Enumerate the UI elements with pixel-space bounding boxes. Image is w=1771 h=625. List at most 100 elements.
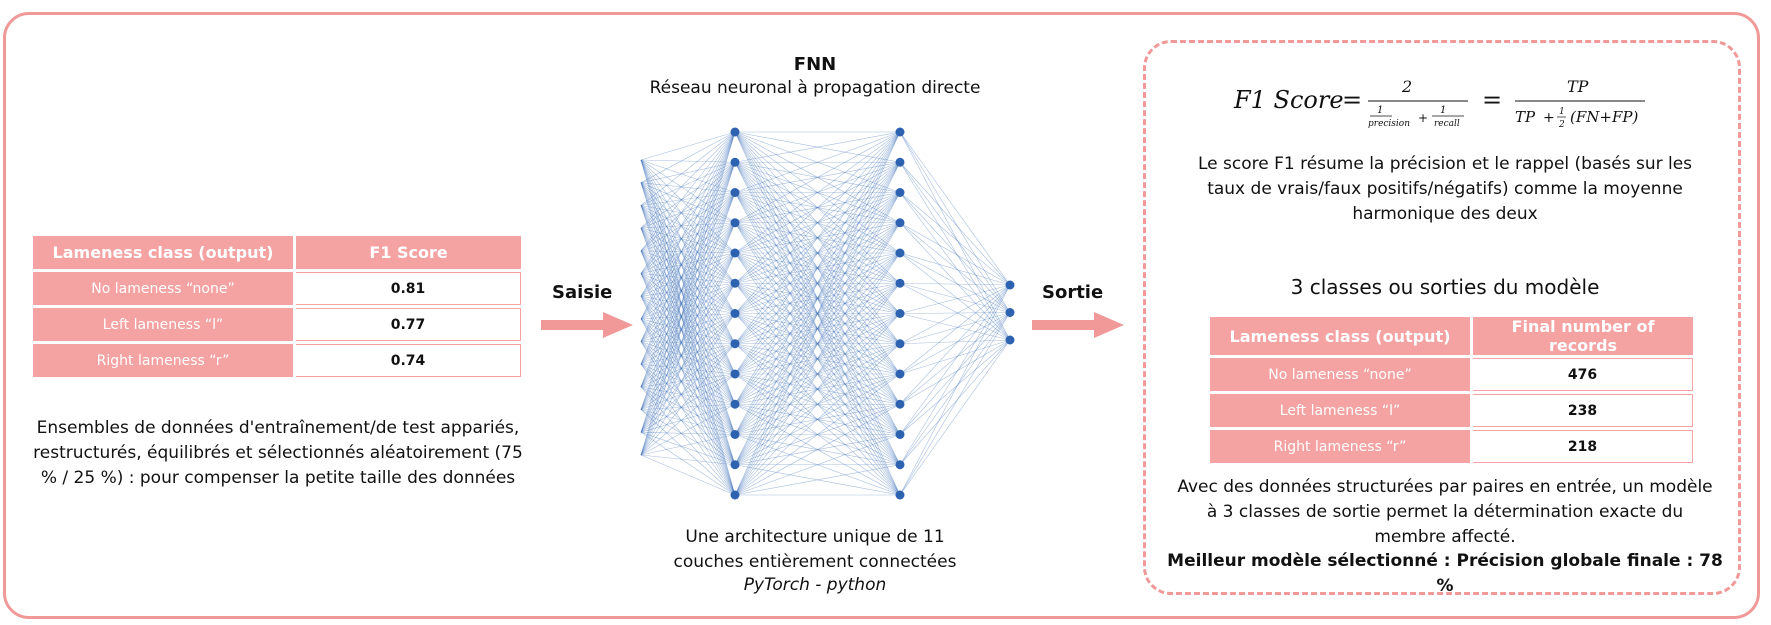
network-edge bbox=[734, 192, 901, 405]
network-edge bbox=[734, 192, 901, 314]
network-edge bbox=[734, 162, 901, 465]
svg-text:1: 1 bbox=[1559, 107, 1565, 117]
results-panel-border bbox=[1143, 40, 1741, 595]
network-edge bbox=[734, 222, 901, 435]
network-edge bbox=[734, 373, 901, 466]
table-row: Left lameness “l” 0.77 bbox=[33, 308, 521, 341]
network-edge bbox=[640, 386, 736, 496]
network-edge bbox=[640, 313, 736, 320]
network-node bbox=[730, 460, 740, 470]
network-edge bbox=[734, 343, 901, 435]
network-edge bbox=[640, 318, 736, 435]
network-edge bbox=[899, 252, 1011, 313]
network-edge bbox=[640, 162, 736, 410]
best-model-text: Meilleur modèle sélectionné : Précision … bbox=[1167, 551, 1723, 596]
network-edge bbox=[640, 252, 736, 365]
network-edge bbox=[640, 162, 736, 251]
network-edge bbox=[734, 373, 901, 405]
network-edge bbox=[734, 313, 901, 496]
f1-description: Le score F1 résume la précision et le ra… bbox=[1197, 154, 1693, 224]
network-edge bbox=[640, 227, 736, 284]
network-edge bbox=[734, 252, 901, 284]
network-edge bbox=[734, 252, 901, 314]
network-edge bbox=[640, 273, 736, 465]
network-edge bbox=[640, 222, 736, 410]
network-edge bbox=[734, 162, 901, 314]
network-edge bbox=[734, 283, 901, 435]
network-edge bbox=[734, 283, 901, 435]
network-edge bbox=[640, 252, 736, 274]
table-cell: 0.77 bbox=[296, 308, 521, 341]
network-edge bbox=[734, 192, 901, 375]
network-edge bbox=[734, 343, 901, 435]
network-node bbox=[730, 490, 740, 500]
network-edge bbox=[640, 192, 736, 433]
network-edge bbox=[640, 252, 736, 388]
network-edge bbox=[640, 283, 736, 365]
network-edge bbox=[640, 283, 736, 433]
network-edge bbox=[640, 386, 736, 465]
network-edge bbox=[734, 131, 901, 314]
network-edge bbox=[640, 313, 736, 456]
network-edge bbox=[640, 227, 736, 314]
network-edge bbox=[640, 341, 736, 496]
network-edge bbox=[640, 432, 736, 496]
network-edge bbox=[734, 222, 901, 435]
network-edge bbox=[640, 227, 736, 375]
network-edge bbox=[734, 192, 901, 254]
network-edge bbox=[734, 313, 901, 345]
network-edge bbox=[734, 222, 901, 405]
network-edge bbox=[640, 192, 736, 365]
table-row: Left lameness “l” 238 bbox=[1210, 394, 1693, 427]
network-edge bbox=[640, 162, 736, 456]
network-edge bbox=[734, 222, 901, 375]
network-node bbox=[730, 339, 740, 349]
network-edge bbox=[899, 339, 1011, 375]
network-edge bbox=[640, 373, 736, 433]
network-edge bbox=[640, 343, 736, 365]
network-edge bbox=[640, 205, 736, 496]
network-edge bbox=[640, 192, 736, 456]
network-edge bbox=[640, 273, 736, 344]
network-edge bbox=[734, 283, 901, 496]
network-edge bbox=[734, 252, 901, 435]
network-edge bbox=[734, 131, 901, 163]
network-edge bbox=[640, 227, 736, 344]
network-edge bbox=[640, 373, 736, 388]
network-edge bbox=[640, 182, 736, 254]
network-edge bbox=[640, 273, 736, 375]
network-edge bbox=[734, 343, 901, 465]
network-edge bbox=[640, 192, 736, 410]
network-edge bbox=[640, 205, 736, 344]
network-edge bbox=[734, 131, 901, 344]
network-edge bbox=[734, 252, 901, 405]
network-edge bbox=[640, 222, 736, 456]
network-edge bbox=[734, 313, 901, 465]
conclusion-text: Avec des données structurées par paires … bbox=[1177, 477, 1713, 547]
network-edge bbox=[734, 162, 901, 314]
network-edge bbox=[734, 252, 901, 496]
table-header: Lameness class (output) bbox=[1210, 317, 1473, 355]
network-edge bbox=[640, 131, 736, 433]
network-edge bbox=[734, 222, 901, 405]
table-header: Lameness class (output) bbox=[33, 236, 296, 269]
network-edge bbox=[640, 282, 736, 320]
network-edge bbox=[734, 131, 901, 435]
network-edge bbox=[640, 159, 736, 254]
network-edge bbox=[734, 283, 901, 465]
formula-lhs: F1 Score bbox=[1233, 86, 1344, 114]
network-edge bbox=[899, 131, 1011, 341]
network-edge bbox=[640, 205, 736, 435]
network-edge bbox=[734, 131, 901, 193]
network-edge bbox=[640, 386, 736, 435]
network-edge bbox=[734, 131, 901, 193]
network-edge bbox=[734, 222, 901, 284]
network-edge bbox=[734, 161, 901, 254]
formula-rhs-den-b: (FN+FP) bbox=[1570, 108, 1638, 126]
network-edge bbox=[640, 222, 736, 342]
network-edge bbox=[734, 222, 901, 465]
network-edge bbox=[734, 373, 901, 466]
network-edge bbox=[734, 313, 901, 375]
network-node bbox=[895, 430, 905, 439]
network-node bbox=[895, 218, 905, 228]
